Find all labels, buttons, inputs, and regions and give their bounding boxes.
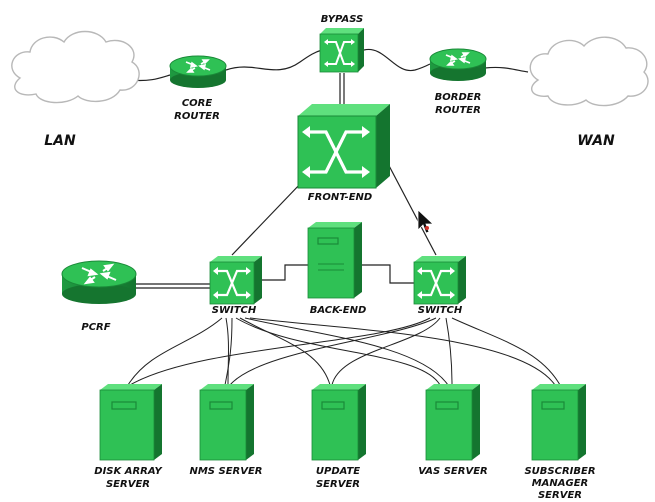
mouse-cursor-icon: [417, 209, 435, 234]
vas-label: VAS SERVER: [418, 466, 488, 477]
subscriber-label-line2: MANAGER: [532, 478, 589, 489]
left-switch-icon: [209, 256, 262, 305]
switch-right-label: SWITCH: [418, 305, 463, 316]
link-frontend-switch-left: [231, 181, 303, 256]
update-label-line1: UPDATE: [316, 466, 360, 477]
bypass-switch-icon: [319, 28, 364, 73]
vas-server-icon: [425, 384, 480, 461]
update-label-line2: SERVER: [316, 479, 360, 490]
front-end-switch-icon: [297, 104, 390, 189]
update-server-icon: [311, 384, 366, 461]
subscriber-label-line1: SUBSCRIBER: [524, 466, 595, 477]
pcrf-router-icon: [61, 260, 137, 304]
bypass-label: BYPASS: [321, 14, 364, 25]
link-frontend-switch-right: [385, 159, 437, 256]
subscriber-manager-server-icon: [531, 384, 586, 461]
disk-array-server-icon: [99, 384, 162, 461]
nms-server-icon: [199, 384, 254, 461]
wan-cloud-icon: [529, 36, 649, 107]
server-links: [127, 317, 561, 386]
link-border-wan: [484, 66, 529, 73]
link-bypass-border: [363, 48, 431, 72]
nms-label: NMS SERVER: [189, 466, 262, 477]
core-router-label-line1: CORE: [182, 98, 213, 109]
link-core-bypass: [225, 49, 323, 71]
front-end-label: FRONT-END: [308, 192, 372, 203]
border-router-label-line2: ROUTER: [435, 105, 481, 116]
disk-array-label-line1: DISK ARRAY: [94, 466, 163, 477]
border-router-label-line1: BORDER: [435, 92, 482, 103]
core-router-label-line2: ROUTER: [174, 111, 220, 122]
right-switch-icon: [413, 256, 466, 305]
lan-label: LAN: [44, 133, 76, 149]
links: [127, 48, 561, 386]
back-end-server-icon: [307, 222, 362, 299]
border-router-icon: [429, 48, 487, 81]
back-end-label: BACK-END: [310, 305, 367, 316]
lan-cloud-icon: [11, 30, 140, 104]
link-switch-backend: [262, 264, 308, 281]
link-backend-switch: [362, 264, 414, 284]
pcrf-label: PCRF: [81, 322, 110, 333]
disk-array-label-line2: SERVER: [106, 479, 150, 490]
wan-label: WAN: [577, 133, 615, 149]
switch-left-label: SWITCH: [212, 305, 257, 316]
core-router-icon: [169, 55, 227, 88]
subscriber-label-line3: SERVER: [538, 490, 582, 501]
